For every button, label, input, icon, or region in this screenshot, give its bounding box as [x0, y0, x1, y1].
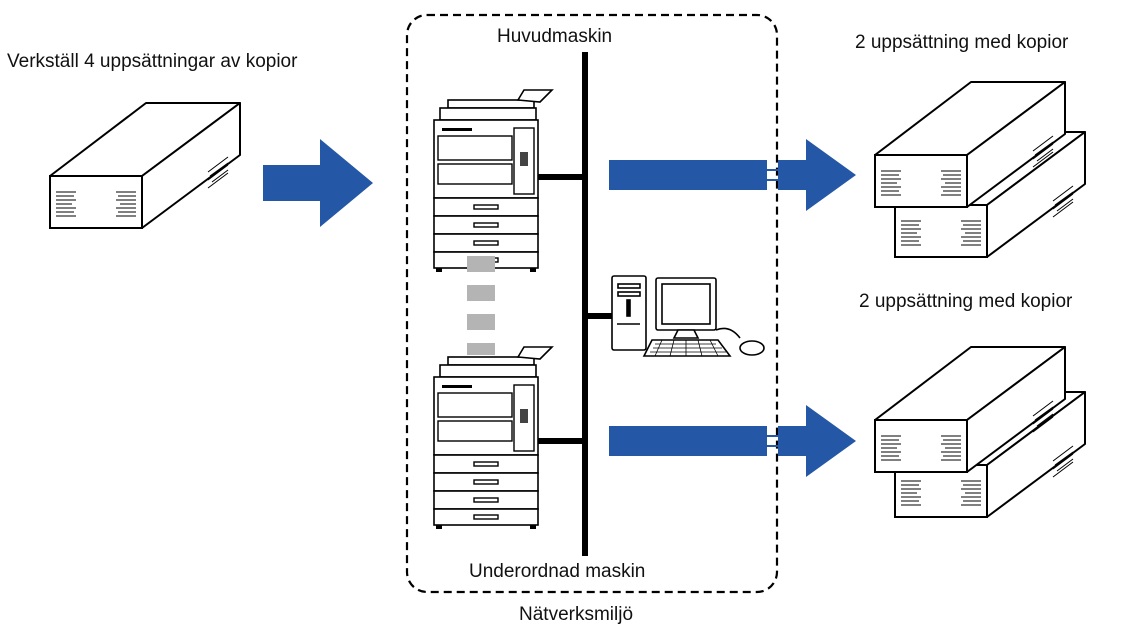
output-bottom-paper-stacks-icon — [874, 346, 1086, 518]
output-top-paper-stacks-icon — [874, 81, 1086, 258]
machine-link-dashes — [467, 256, 495, 355]
output-bottom-label: 2 uppsättning med kopior — [859, 291, 1073, 312]
sub-machine-label: Underordnad maskin — [469, 561, 645, 582]
main-copier-icon — [433, 89, 553, 273]
network-env-label: Nätverksmiljö — [519, 604, 633, 625]
network-lines — [535, 52, 612, 556]
output-top-label: 2 uppsättning med kopior — [855, 32, 1069, 53]
sub-copier-icon — [433, 346, 553, 530]
output-arrow-bottom-icon — [609, 405, 856, 477]
input-arrow-icon — [263, 139, 373, 227]
main-machine-label: Huvudmaskin — [497, 26, 612, 47]
computer-icon — [611, 275, 765, 357]
input-paper-stack-icon — [49, 102, 241, 229]
input-job-label: Verkställ 4 uppsättningar av kopior — [7, 51, 298, 72]
output-arrow-top-icon — [609, 139, 856, 211]
network-boundary — [405, 13, 779, 594]
